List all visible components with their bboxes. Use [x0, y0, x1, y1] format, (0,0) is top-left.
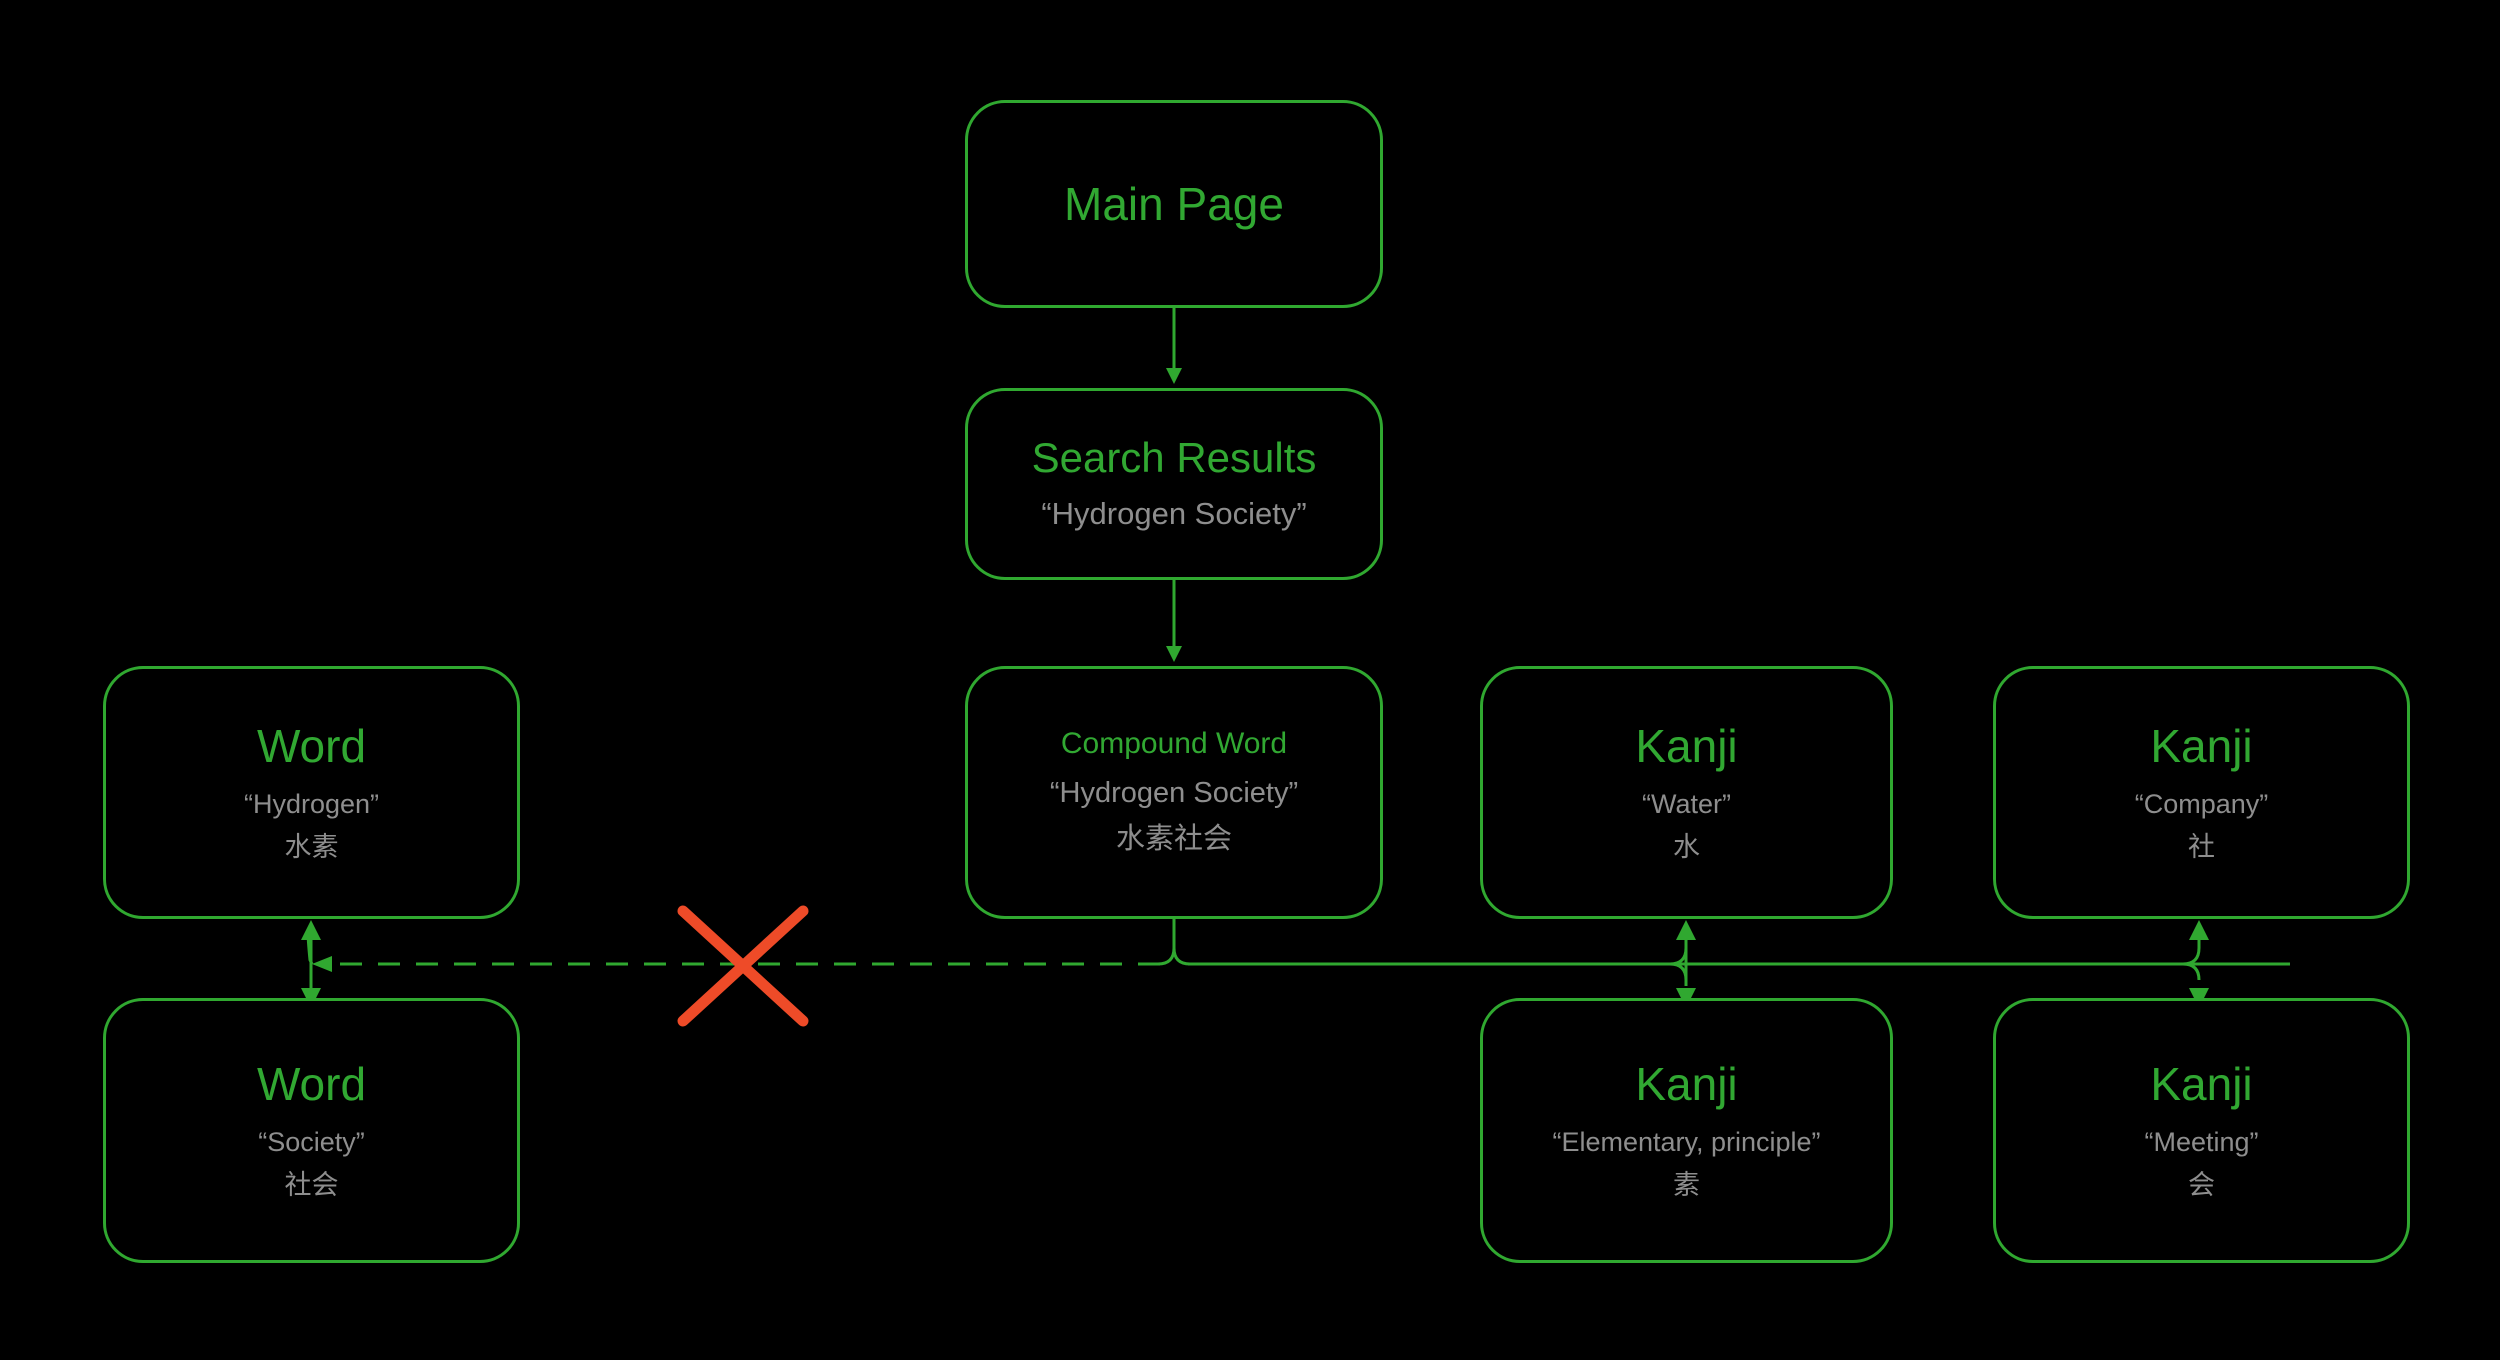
node-japanese: 社 — [2188, 831, 2215, 862]
node-subtitle: “Society” — [258, 1126, 365, 1157]
edge-bus-terminators — [2290, 919, 2330, 964]
node-kanji-elementary[interactable]: Kanji “Elementary, principle” 素 — [1480, 998, 1893, 1263]
node-japanese: 水素社会 — [1115, 822, 1232, 855]
node-subtitle: “Elementary, principle” — [1552, 1126, 1821, 1157]
node-subtitle: “Water” — [1642, 788, 1731, 819]
node-japanese: 水 — [1673, 831, 1700, 862]
node-kanji-meeting[interactable]: Kanji “Meeting” 会 — [1993, 998, 2410, 1263]
node-subtitle: “Company” — [2134, 788, 2269, 819]
node-title: Kanji — [2150, 1057, 2253, 1110]
node-word-hydrogen[interactable]: Word “Hydrogen” 水素 — [103, 666, 520, 919]
node-compound-word[interactable]: Compound Word “Hydrogen Society” 水素社会 — [965, 666, 1383, 919]
node-search-results[interactable]: Search Results “Hydrogen Society” — [965, 388, 1383, 580]
node-japanese: 社会 — [284, 1169, 339, 1200]
node-subtitle: “Hydrogen Society” — [1041, 496, 1307, 531]
edge-branch-words — [301, 920, 321, 1008]
node-title: Kanji — [1635, 1057, 1738, 1110]
node-title: Kanji — [2150, 719, 2253, 772]
node-title: Word — [256, 719, 367, 772]
node-japanese: 会 — [2188, 1169, 2215, 1200]
node-kanji-water[interactable]: Kanji “Water” 水 — [1480, 666, 1893, 919]
node-kanji-company[interactable]: Kanji “Company” 社 — [1993, 666, 2410, 919]
red-x-marker — [677, 905, 809, 1027]
node-subtitle: “Meeting” — [2144, 1126, 2259, 1157]
node-title: Search Results — [1031, 433, 1317, 481]
edge-branch-kanji-water — [1669, 920, 1696, 1008]
node-japanese: 素 — [1673, 1169, 1700, 1200]
node-word-society[interactable]: Word “Society” 社会 — [103, 998, 520, 1263]
node-title: Main Page — [1064, 177, 1284, 230]
node-subtitle: “Hydrogen” — [243, 788, 380, 819]
node-title: Compound Word — [1060, 726, 1288, 760]
node-subtitle: “Hydrogen Society” — [1049, 777, 1299, 810]
node-japanese: 水素 — [284, 831, 339, 862]
edge-search-to-compound — [1166, 580, 1182, 662]
edge-main-to-search — [1166, 308, 1182, 384]
edge-compound-stub — [1157, 919, 1191, 966]
node-title: Word — [256, 1057, 367, 1110]
node-main-page[interactable]: Main Page — [965, 100, 1383, 308]
edge-branch-kanji-company — [2182, 920, 2209, 1008]
node-title: Kanji — [1635, 719, 1738, 772]
edge-dashed-to-words — [312, 956, 1160, 972]
